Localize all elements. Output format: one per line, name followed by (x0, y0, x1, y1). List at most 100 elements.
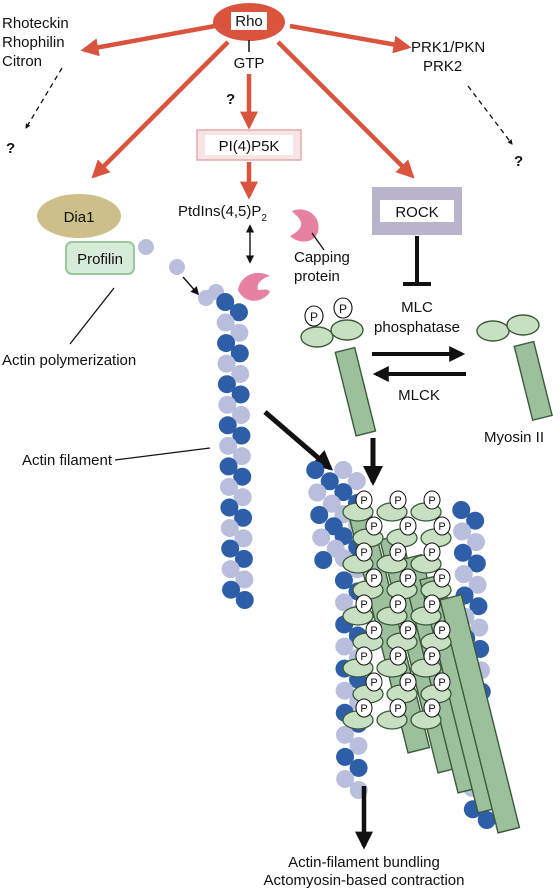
actin-filament-label: Actin filament (22, 452, 113, 469)
actin-subunit (308, 483, 327, 502)
phospho-badge: P (394, 599, 401, 611)
phospho-badge-bg (423, 490, 441, 510)
phospho-badge-bg (423, 542, 441, 562)
prk2-label: PRK2 (423, 58, 462, 75)
actin-subunit (231, 385, 250, 404)
capping-protein-shape (290, 209, 319, 242)
phospho-badge-bg (355, 698, 373, 718)
phospho-badge-bg (433, 516, 451, 536)
actin-subunit (468, 575, 487, 594)
phospho-badge: P (370, 677, 377, 689)
phospho-badge-bg (399, 516, 417, 536)
dia1-label: Dia1 (64, 209, 95, 226)
phospho-badge-bg (365, 516, 383, 536)
phospho-badge-bg (355, 646, 373, 666)
citron-label: Citron (2, 53, 42, 70)
actin-subunit (219, 436, 238, 455)
phospho-badge: P (428, 495, 435, 507)
mlc-phosphatase-label-1: MLC (401, 299, 433, 316)
actin-subunit (219, 477, 238, 496)
rhophilin-label: Rhophilin (2, 34, 65, 51)
phospho-badge: P (360, 599, 367, 611)
actin-subunit (221, 560, 240, 579)
actin-subunit (217, 375, 236, 394)
actin-subunit (218, 416, 237, 435)
phospho-badge-bg (389, 646, 407, 666)
phospho-badge-bg (365, 672, 383, 692)
actin-subunit (219, 457, 238, 476)
arrow-rho-to-prk (289, 23, 412, 54)
phospho-badge: P (428, 599, 435, 611)
actin-filament-pointer (114, 447, 211, 461)
actin-subunit (349, 758, 368, 777)
actin-subunit (335, 593, 354, 612)
phospho-badge-bg (389, 490, 407, 510)
actin-subunit (232, 447, 251, 466)
prk1-label: PRK1/PKN (411, 39, 485, 56)
phospho-badge-bg (389, 542, 407, 562)
actin-subunit (233, 467, 252, 486)
myosin-rod (439, 593, 521, 834)
phospho-badge: P (404, 573, 411, 585)
actin-subunit (334, 461, 353, 479)
phospho-badge-bg (399, 620, 417, 640)
actin-subunit (452, 501, 471, 519)
actin-polymerization-label: Actin polymerization (2, 352, 136, 369)
phospho-badge: P (428, 651, 435, 663)
actin-subunit (334, 483, 353, 502)
actin-subunit (232, 406, 251, 425)
phospho-badge: P (404, 625, 411, 637)
dia1-shape (37, 194, 121, 238)
actin-subunit (469, 597, 488, 616)
phospho-badge-bg (365, 620, 383, 640)
actin-subunit (220, 498, 239, 517)
actin-subunit (234, 508, 253, 527)
actin-subunit (334, 571, 353, 590)
actin-subunit (322, 494, 341, 513)
arrow-rho-to-rock (276, 40, 415, 179)
phospho-badge-bg (433, 672, 451, 692)
actin-subunit (453, 543, 472, 562)
actin-subunit (230, 323, 249, 342)
phospho-badge-bg (365, 568, 383, 588)
dashed-arrows (25, 67, 513, 145)
actin-subunit (306, 461, 325, 479)
pi4p5k-node: PI(4)P5K (196, 129, 302, 161)
ptdins-subscript: 2 (261, 213, 267, 224)
profilin-shape (65, 241, 135, 275)
actin-subunit (470, 618, 489, 637)
actin-subunit (233, 488, 252, 507)
actin-subunit (221, 539, 240, 558)
arrow-rho-to-dia1 (91, 40, 230, 179)
actin-subunit (235, 570, 254, 589)
actin-subunit (466, 511, 485, 530)
outcome-label-1: Actin-filament bundling (288, 854, 440, 871)
actin-subunit (335, 681, 354, 700)
actin-subunit (232, 426, 251, 445)
capping-label-1: Capping (294, 249, 350, 266)
phospho-badge: P (370, 573, 377, 585)
phospho-badge: P (394, 547, 401, 559)
actin-subunit (231, 364, 250, 383)
phospho-badge: P (394, 495, 401, 507)
phospho-badge: P (360, 703, 367, 715)
phospho-badge: P (370, 625, 377, 637)
mlck-label: MLCK (398, 387, 440, 404)
phospho-badge: P (404, 677, 411, 689)
actin-subunit (336, 747, 355, 766)
phospho-badge-bg (399, 568, 417, 588)
phospho-badge-bg (423, 698, 441, 718)
phospho-badge-bg (399, 672, 417, 692)
actin-subunit (314, 551, 333, 569)
phospho-badge: P (438, 677, 445, 689)
question-right: ? (514, 153, 523, 170)
actin-subunit (453, 522, 472, 541)
actin-subunit (324, 517, 343, 536)
phospho-badge: P (438, 573, 445, 585)
actin-subunit (220, 519, 239, 538)
arrow-rho-to-rhoteckin (80, 23, 216, 57)
actin-subunit (229, 303, 248, 322)
phospho-badge: P (360, 495, 367, 507)
